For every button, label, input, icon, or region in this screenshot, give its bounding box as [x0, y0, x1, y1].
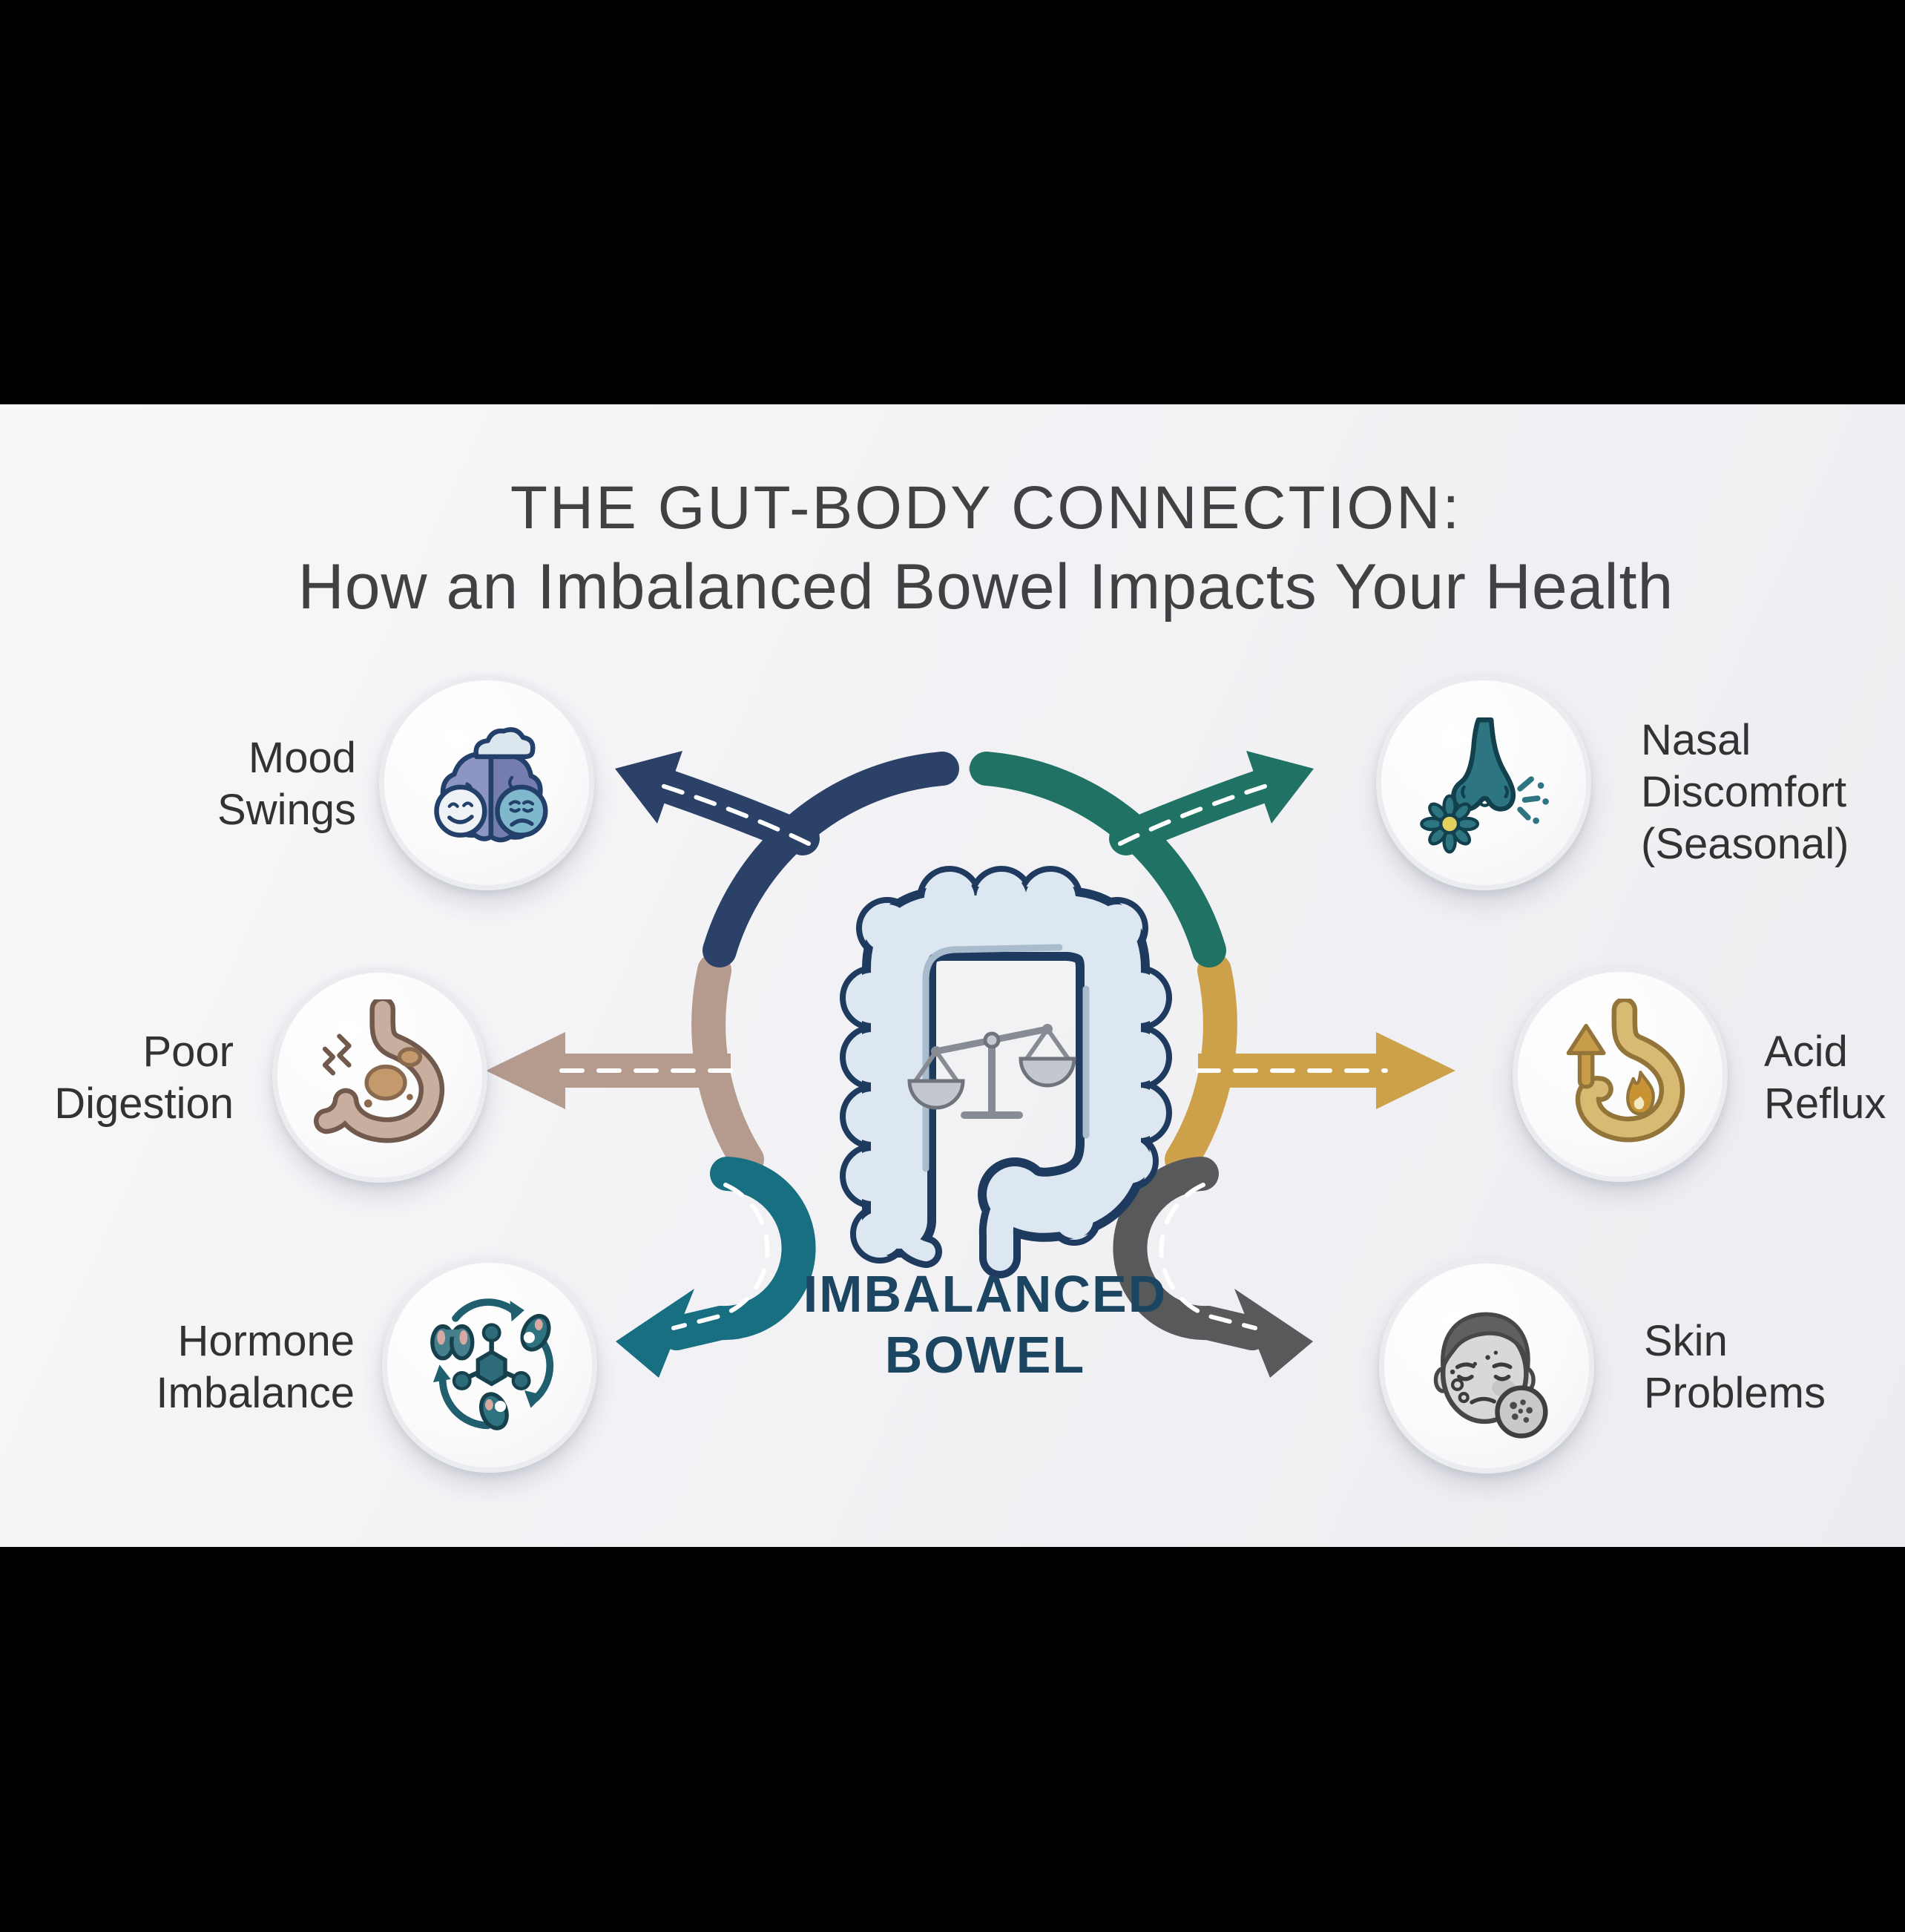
thyroid-shape: [430, 1324, 474, 1360]
flower-shape: [1419, 794, 1479, 853]
arrow-nasal-discomfort: [970, 751, 1314, 967]
label-nasal-discomfort: Nasal Discomfort (Seasonal): [1641, 714, 1905, 870]
stomach-reflux-icon: [1566, 998, 1685, 1142]
badge-acid-reflux: [1513, 967, 1728, 1182]
label-line: Swings: [217, 786, 356, 834]
title-line-2: How an Imbalanced Bowel Impacts Your Hea…: [297, 551, 1674, 622]
magnified-skin-shape: [1494, 1384, 1547, 1439]
label-line: Poor: [142, 1028, 234, 1076]
hormone-cycle-icon: [430, 1298, 553, 1430]
kidney-shape-bottom: [478, 1391, 509, 1430]
label-line: Problems: [1644, 1369, 1826, 1417]
badge-hormone-imbalance: [382, 1258, 597, 1473]
nose-allergy-icon: [1419, 717, 1549, 853]
arrow-mood-swings: [615, 751, 959, 967]
label-line: Imbalance: [156, 1369, 355, 1417]
title-line-1: THE GUT-BODY CONNECTION:: [510, 474, 1462, 542]
label-poor-digestion: Poor Digestion: [0, 1026, 234, 1130]
arrow-hormone-imbalance: [616, 1157, 816, 1378]
up-arrow-shape: [1566, 1023, 1606, 1088]
stomach-pain-icon: [313, 999, 444, 1143]
label-line: Acid: [1764, 1028, 1848, 1076]
balance-scale-icon: [907, 1024, 1076, 1119]
large-intestine-icon: [840, 866, 1172, 1278]
brain-mood-icon: [433, 726, 547, 842]
label-acid-reflux: Acid Reflux: [1764, 1026, 1905, 1130]
label-line: Hormone: [177, 1317, 355, 1365]
label-line: Reflux: [1764, 1080, 1886, 1128]
badge-mood-swings: [379, 675, 594, 890]
center-label-line1: IMBALANCED: [803, 1265, 1168, 1323]
molecule-shape: [452, 1322, 531, 1390]
center-label-line2: BOWEL: [884, 1326, 1086, 1384]
label-line: Digestion: [54, 1080, 234, 1128]
label-line: Discomfort: [1641, 768, 1847, 816]
diagram-graphics: [486, 751, 1455, 1378]
top-letterbox-bar: [0, 0, 1905, 404]
arrow-skin-problems: [1113, 1157, 1313, 1378]
face-acne-icon: [1433, 1312, 1547, 1439]
badge-poor-digestion: [272, 967, 487, 1183]
flame-shape: [1625, 1070, 1655, 1116]
label-line: Mood: [248, 734, 356, 782]
label-line: Skin: [1644, 1317, 1728, 1365]
label-hormone-imbalance: Hormone Imbalance: [95, 1315, 355, 1419]
kidney-shape-top: [520, 1313, 550, 1352]
arrow-acid-reflux: [1165, 953, 1455, 1177]
infographic-canvas: THE GUT-BODY CONNECTION: How an Imbalanc…: [0, 404, 1905, 1547]
center-label: IMBALANCED BOWEL: [763, 1264, 1208, 1385]
bottom-letterbox-bar: [0, 1547, 1905, 1932]
label-line: Nasal: [1641, 716, 1751, 764]
label-line: (Seasonal): [1641, 820, 1849, 868]
label-skin-problems: Skin Problems: [1644, 1315, 1905, 1419]
badge-skin-problems: [1379, 1258, 1594, 1473]
badge-nasal-discomfort: [1376, 675, 1591, 890]
arrow-poor-digestion: [486, 953, 764, 1177]
label-mood-swings: Mood Swings: [96, 732, 356, 836]
page-title: THE GUT-BODY CONNECTION: How an Imbalanc…: [33, 468, 1905, 625]
